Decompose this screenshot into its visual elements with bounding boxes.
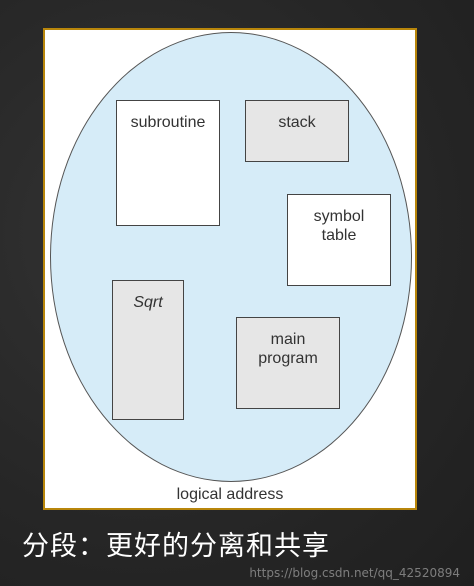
diagram-frame: subroutine stack symbol table Sqrt main … [43, 28, 417, 510]
segment-subroutine: subroutine [116, 100, 220, 226]
segment-stack-label: stack [278, 114, 316, 131]
segment-symbol-table: symbol table [287, 194, 391, 286]
watermark: https://blog.csdn.net/qq_42520894 [249, 566, 460, 580]
segment-subroutine-label: subroutine [130, 114, 206, 131]
segment-stack: stack [245, 100, 349, 162]
segment-sqrt-label: Sqrt [133, 294, 163, 311]
segment-symbol-table-line2: table [321, 227, 357, 245]
segment-main-program-line1: main [270, 331, 306, 348]
segment-main-program: main program [236, 317, 340, 409]
logical-address-label: logical address [176, 486, 284, 503]
slide-caption: 分段：更好的分离和共享 [22, 531, 330, 562]
segment-main-program-line2: program [258, 350, 318, 368]
segment-sqrt: Sqrt [112, 280, 184, 420]
segment-symbol-table-line1: symbol [313, 208, 365, 225]
